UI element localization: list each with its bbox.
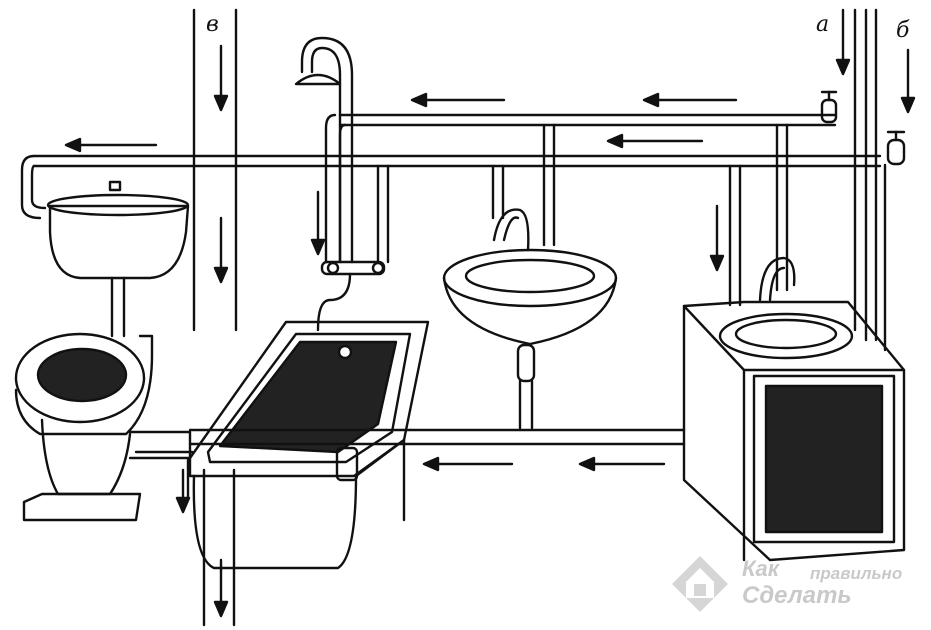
arrow-down-v2	[215, 218, 227, 282]
vanity-sink	[684, 258, 904, 560]
watermark-line1: Как	[742, 556, 779, 582]
toilet	[16, 182, 192, 520]
shower	[296, 38, 384, 330]
arrow-left-4	[66, 139, 156, 151]
valve-b	[888, 132, 904, 164]
valve-a	[822, 92, 836, 122]
house-logo-icon	[668, 552, 732, 616]
arrow-down-a	[837, 10, 849, 74]
label-riser-a: а	[816, 12, 829, 37]
arrow-left-2	[644, 94, 736, 106]
arrow-left-1	[412, 94, 504, 106]
supply-risers	[855, 10, 885, 350]
label-riser-b: б	[896, 18, 909, 43]
arrow-down-vanity	[711, 206, 723, 270]
arrow-down-shower	[312, 192, 324, 254]
supply-pipes	[22, 115, 880, 305]
arrow-down-b	[902, 50, 914, 112]
arrow-down-v1	[215, 46, 227, 110]
watermark: Как правильно Сделать	[668, 552, 928, 624]
arrow-left-3	[608, 135, 702, 147]
arrow-left-6	[580, 458, 664, 470]
arrow-left-5	[424, 458, 512, 470]
drain-riser	[194, 10, 236, 625]
washbasin	[444, 210, 616, 428]
watermark-line2: правильно	[810, 564, 902, 584]
label-riser-v: в	[206, 12, 219, 37]
watermark-line3: Сделать	[742, 582, 852, 610]
